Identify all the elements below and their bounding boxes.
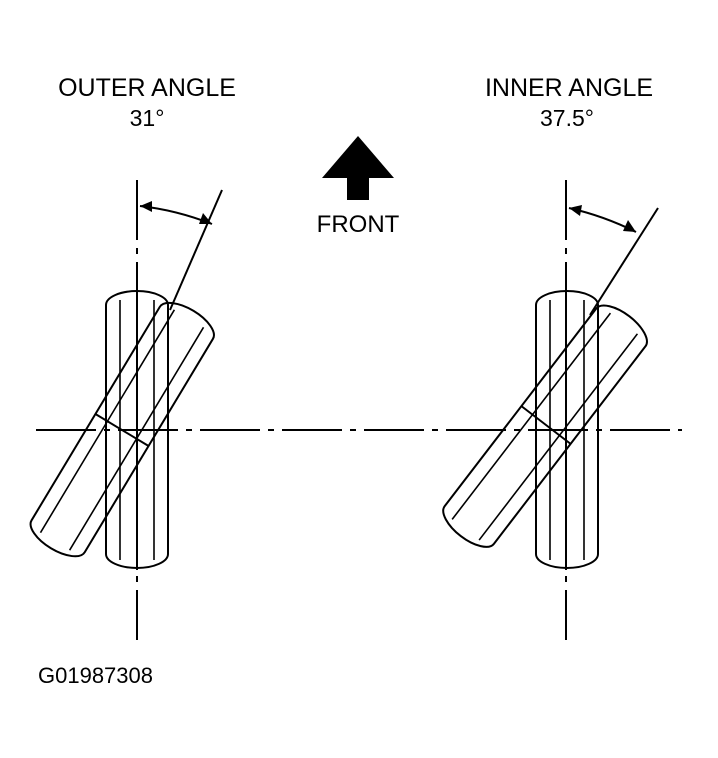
- figure-id: G01987308: [38, 663, 153, 688]
- inner-arrowhead-right: [623, 220, 636, 232]
- inner-angle-title: INNER ANGLE: [485, 74, 653, 102]
- outer-steer-line: [169, 189, 223, 311]
- inner-wheel-group: [442, 180, 659, 640]
- outer-angle-title: OUTER ANGLE: [58, 74, 236, 102]
- inner-steer-line: [589, 207, 659, 316]
- inner-angle-value: 37.5°: [540, 105, 594, 131]
- outer-arrowhead-left: [140, 201, 152, 212]
- front-label: FRONT: [317, 211, 400, 238]
- front-arrow-icon: [322, 136, 394, 200]
- outer-wheel-group: [29, 180, 223, 640]
- outer-arrowhead-right: [199, 213, 212, 224]
- inner-turned-wheel: [442, 304, 648, 548]
- inner-arrowhead-left: [569, 205, 582, 216]
- outer-angle-value: 31°: [130, 105, 165, 131]
